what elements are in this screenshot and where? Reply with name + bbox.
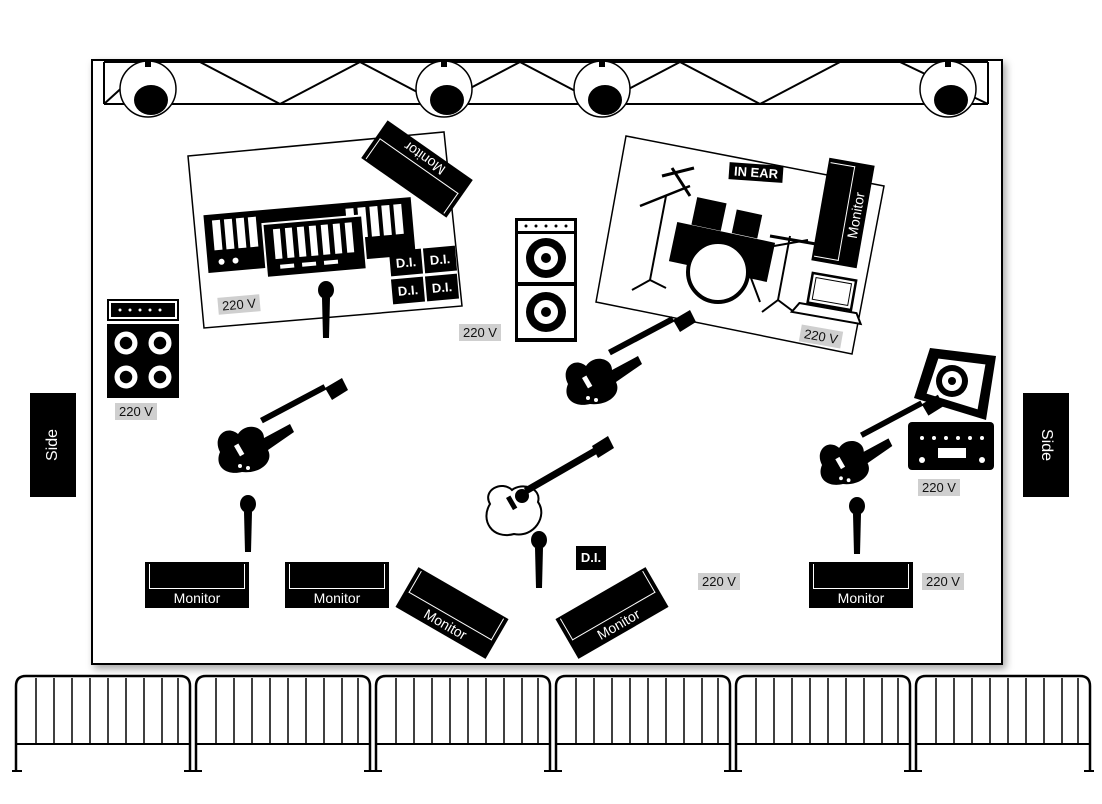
di-box: D.I.: [422, 245, 458, 274]
di-box: D.I.: [390, 276, 426, 305]
monitor-label: Monitor: [837, 590, 885, 606]
side-left-label: Side: [44, 428, 61, 462]
crowd-barrier-icon: [190, 674, 376, 773]
side-right-tab: Side: [1023, 393, 1069, 497]
truss-icon: [103, 60, 989, 106]
power-outlet-bass: 220 V: [918, 479, 960, 496]
power-outlet-center: 220 V: [459, 324, 501, 341]
monitor-wedge-2: Monitor: [285, 562, 389, 608]
side-left-tab: Side: [30, 393, 76, 497]
crowd-barrier-icon: [550, 674, 736, 773]
drum-kit-icon: [631, 166, 817, 313]
guitar-amp-icon: [107, 299, 179, 398]
crowd-barrier-icon: [370, 674, 556, 773]
di-box: D.I.: [388, 248, 424, 277]
monitor-wedge-5: Monitor: [809, 562, 913, 608]
crowd-barrier-icon: [910, 674, 1096, 773]
keyboard-icon: [203, 197, 416, 279]
monitor-wedge-1: Monitor: [145, 562, 249, 608]
side-right-label: Side: [1038, 428, 1055, 462]
di-box-acoustic: D.I.: [576, 546, 606, 570]
laptop-icon: [789, 271, 863, 326]
drum-riser: [595, 135, 885, 355]
power-outlet-front-right: 220 V: [922, 573, 964, 590]
speaker-cabinet-icon: [515, 218, 577, 342]
crowd-barrier-icon: [10, 674, 196, 773]
power-outlet-keys: 220 V: [217, 294, 261, 315]
power-outlet-front-center: 220 V: [698, 573, 740, 590]
monitor-label: Monitor: [313, 590, 361, 606]
di-box: D.I.: [424, 273, 460, 302]
crowd-barrier-icon: [730, 674, 916, 773]
power-outlet-left-amp: 220 V: [115, 403, 157, 420]
acoustic-guitar-icon: [485, 436, 614, 537]
monitor-label: Monitor: [173, 590, 221, 606]
